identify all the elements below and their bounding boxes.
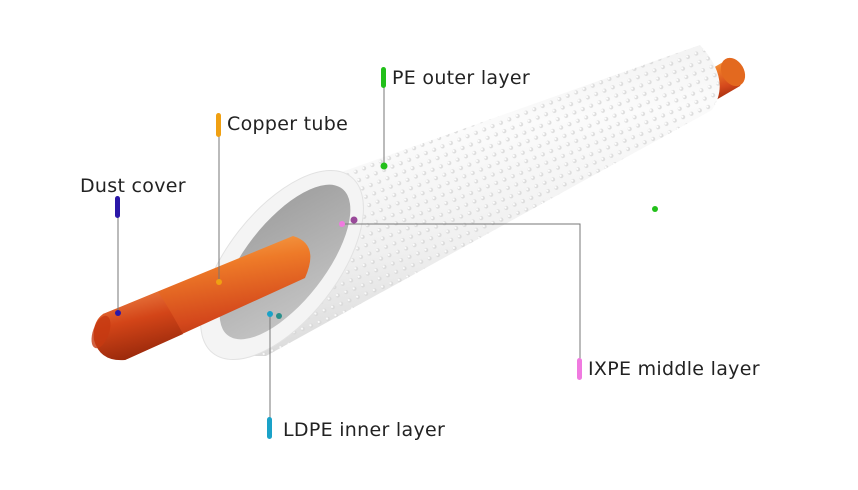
dust-cover-marker [115, 196, 120, 218]
ldpe-dot-teal [276, 313, 282, 319]
pe-outer-dot-right [652, 206, 658, 212]
dust-cover-dot [115, 310, 121, 316]
copper-dot [216, 279, 222, 285]
copper-marker [216, 113, 221, 137]
leader-lines [117, 84, 581, 420]
label-markers [115, 67, 582, 439]
pe-outer-dot [380, 162, 388, 170]
ixpe-dot-purple [350, 216, 358, 224]
ldpe-inner-layer-label: LDPE inner layer [283, 419, 446, 441]
pe-outer-layer-tube [218, 45, 720, 356]
ixpe-middle-layer-label: IXPE middle layer [588, 358, 760, 380]
ixpe-dot [339, 221, 345, 227]
pe-outer-marker [381, 67, 386, 88]
ixpe-leader [343, 223, 581, 362]
ldpe-marker [267, 417, 272, 439]
ldpe-dot [267, 311, 273, 317]
pe-outer-layer-label: PE outer layer [392, 67, 531, 89]
copper-tube-front [91, 236, 311, 361]
ixpe-marker [577, 358, 582, 380]
dust-cover-label: Dust cover [80, 175, 186, 197]
anchor-dots [115, 162, 658, 319]
copper-tube-label: Copper tube [227, 113, 349, 135]
